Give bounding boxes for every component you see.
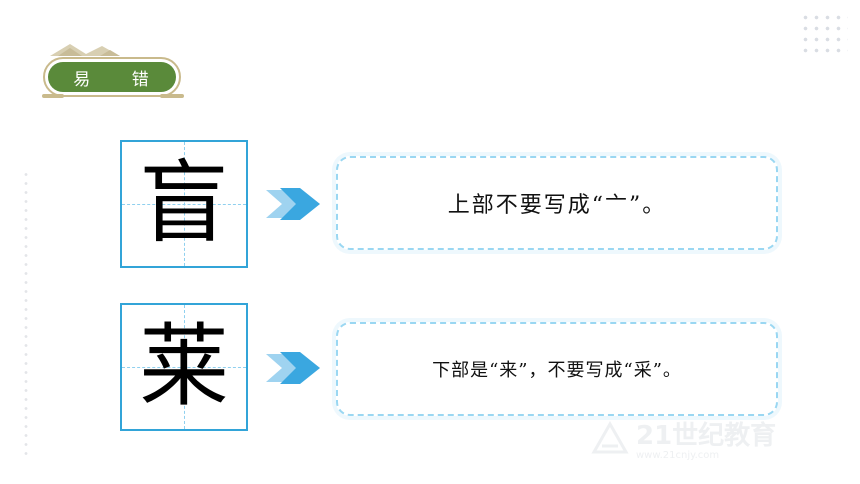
decorative-dot-column	[24, 170, 28, 460]
watermark-text: 21世纪教育	[636, 420, 776, 451]
arrow-right-icon	[266, 188, 320, 220]
guide-vertical	[184, 305, 185, 429]
21-century-logo-icon	[591, 420, 629, 454]
arrow-right-icon	[266, 352, 320, 384]
section-badge	[42, 44, 184, 98]
character-glyph: 莱	[139, 314, 229, 419]
guide-vertical	[184, 142, 185, 266]
note-card-2: 下部是“来”，不要写成“采”。	[336, 322, 778, 416]
watermark-subtext: www.21cnjy.com	[636, 450, 719, 461]
character-glyph: 盲	[139, 151, 229, 256]
char-box-1: 盲	[120, 140, 248, 268]
note-card-1: 上部不要写成“亠”。	[336, 156, 778, 250]
watermark: 21世纪教育 www.21cnjy.com	[591, 420, 776, 461]
badge-label: 易 错	[73, 69, 167, 90]
char-box-2: 莱	[120, 303, 248, 431]
decorative-dot-grid	[800, 12, 848, 54]
